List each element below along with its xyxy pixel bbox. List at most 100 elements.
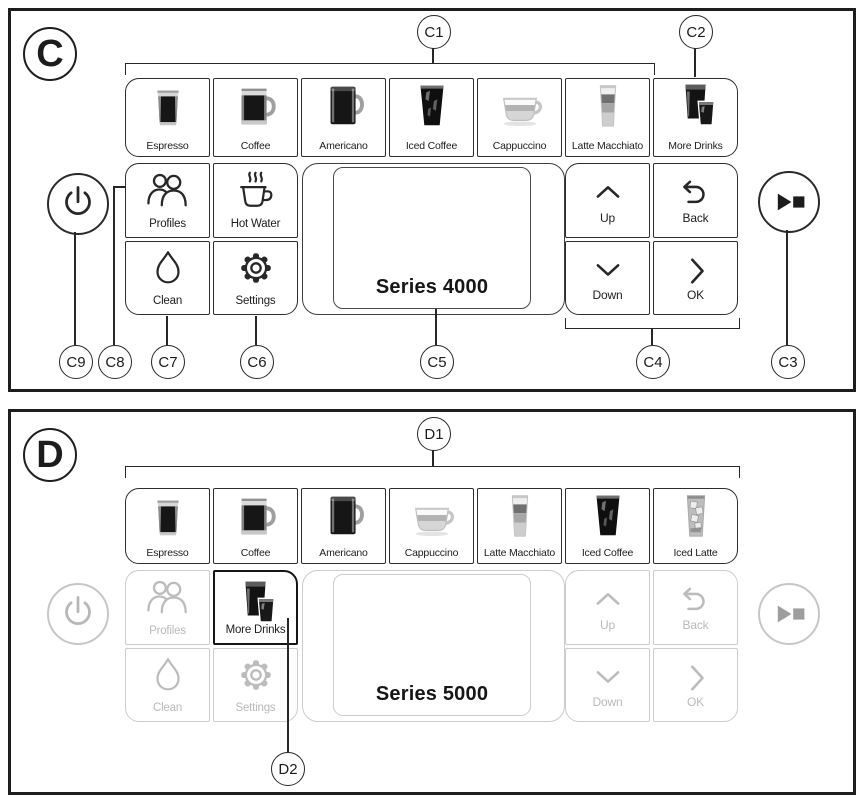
ok-button: OK <box>653 648 738 722</box>
down-button[interactable]: Down <box>565 241 650 315</box>
callout-c2: C2 <box>679 15 713 49</box>
callout-bracket-c1 <box>125 63 655 75</box>
clean-label: Clean <box>152 295 183 307</box>
coffee-label: Coffee <box>240 140 271 152</box>
display-screen: Series 5000 <box>333 574 531 716</box>
chevron-up-icon <box>566 179 649 203</box>
americano-button[interactable]: Americano <box>301 78 386 157</box>
more-drinks-label: More Drinks <box>225 624 286 636</box>
cappuccino-label: Cappuccino <box>404 547 459 559</box>
start-stop-button[interactable] <box>758 171 820 233</box>
americano-mug-icon <box>302 490 385 540</box>
hot-water-button[interactable]: Hot Water <box>213 163 298 238</box>
panel-c: C C1 C2 Series 4000 C9 C8 C7 C6 C5 C4 C3… <box>8 8 856 392</box>
hot-water-icon <box>214 169 297 211</box>
profiles-icon <box>126 576 209 618</box>
back-label: Back <box>682 211 709 225</box>
callout-d2: D2 <box>271 752 305 786</box>
americano-mug-icon <box>302 80 385 130</box>
callout-c3: C3 <box>771 345 805 379</box>
chevron-right-icon <box>654 257 737 285</box>
callout-line-c1 <box>432 47 434 63</box>
profiles-button: Profiles <box>125 570 210 645</box>
back-label: Back <box>682 618 709 632</box>
up-label: Up <box>600 211 615 225</box>
chevron-down-icon <box>566 257 649 281</box>
profiles-label: Profiles <box>149 218 186 230</box>
espresso-label: Espresso <box>146 547 189 559</box>
latte-macchiato-glass-icon <box>478 490 561 540</box>
callout-bracket-d1 <box>125 466 740 478</box>
up-button[interactable]: Up <box>565 163 650 238</box>
callout-line-c2 <box>694 47 696 77</box>
display-model-text: Series 4000 <box>375 276 489 298</box>
panel-d: D D1 Series 5000 D2 Espresso Coffee Amer… <box>8 409 856 795</box>
cappuccino-button[interactable]: Cappuccino <box>389 488 474 564</box>
up-button: Up <box>565 570 650 645</box>
americano-button[interactable]: Americano <box>301 488 386 564</box>
callout-line-c3 <box>786 230 788 345</box>
callout-line-d1 <box>432 449 434 466</box>
clean-drop-icon <box>126 247 209 289</box>
ok-button[interactable]: OK <box>653 241 738 315</box>
chevron-down-icon <box>566 664 649 688</box>
more-drinks-icon <box>654 80 737 130</box>
espresso-glass-icon <box>126 80 209 130</box>
chevron-right-icon <box>654 664 737 692</box>
coffee-label: Coffee <box>240 547 271 559</box>
more-drinks-button[interactable]: More Drinks <box>213 570 298 645</box>
cappuccino-cup-icon <box>390 490 473 540</box>
latte-macchiato-button[interactable]: Latte Macchiato <box>565 78 650 157</box>
display-bezel: Series 4000 <box>302 163 565 315</box>
back-arrow-icon <box>654 586 737 614</box>
profiles-label: Profiles <box>149 625 186 637</box>
callout-c4: C4 <box>636 345 670 379</box>
chevron-up-icon <box>566 586 649 610</box>
settings-button[interactable]: Settings <box>213 241 298 315</box>
profiles-button[interactable]: Profiles <box>125 163 210 238</box>
display-model-text: Series 5000 <box>375 683 489 705</box>
espresso-button[interactable]: Espresso <box>125 488 210 564</box>
coffee-button[interactable]: Coffee <box>213 488 298 564</box>
iced-latte-glass-icon <box>654 490 737 540</box>
power-button[interactable] <box>47 173 109 235</box>
latte-macchiato-button[interactable]: Latte Macchiato <box>477 488 562 564</box>
americano-label: Americano <box>319 140 368 152</box>
power-button <box>47 583 109 645</box>
callout-line-c8 <box>113 186 115 345</box>
callout-c1: C1 <box>417 15 451 49</box>
callout-c5: C5 <box>420 345 454 379</box>
coffee-mug-icon <box>214 80 297 130</box>
hot-water-label: Hot Water <box>230 218 281 230</box>
settings-button: Settings <box>213 648 298 722</box>
settings-gear-icon <box>214 654 297 696</box>
more-drinks-button[interactable]: More Drinks <box>653 78 738 157</box>
more-drinks-icon <box>215 577 296 627</box>
callout-line-c5 <box>435 309 437 345</box>
callout-c6: C6 <box>240 345 274 379</box>
iced-coffee-button[interactable]: Iced Coffee <box>565 488 650 564</box>
clean-button[interactable]: Clean <box>125 241 210 315</box>
espresso-label: Espresso <box>146 140 189 152</box>
espresso-glass-icon <box>126 490 209 540</box>
clean-drop-icon <box>126 654 209 696</box>
down-button: Down <box>565 648 650 722</box>
display-screen: Series 4000 <box>333 167 531 309</box>
espresso-button[interactable]: Espresso <box>125 78 210 157</box>
iced-coffee-glass-icon <box>390 80 473 130</box>
back-button[interactable]: Back <box>653 163 738 238</box>
iced-coffee-glass-icon <box>566 490 649 540</box>
display-bezel: Series 5000 <box>302 570 565 722</box>
callout-c8: C8 <box>98 345 132 379</box>
callout-c9: C9 <box>59 345 93 379</box>
callout-line-c6 <box>255 316 257 345</box>
back-button: Back <box>653 570 738 645</box>
iced-latte-button[interactable]: Iced Latte <box>653 488 738 564</box>
callout-line-c8-h <box>113 186 125 188</box>
ok-label: OK <box>687 288 704 302</box>
iced-coffee-button[interactable]: Iced Coffee <box>389 78 474 157</box>
clean-label: Clean <box>152 702 183 714</box>
cappuccino-button[interactable]: Cappuccino <box>477 78 562 157</box>
coffee-button[interactable]: Coffee <box>213 78 298 157</box>
settings-gear-icon <box>214 247 297 289</box>
